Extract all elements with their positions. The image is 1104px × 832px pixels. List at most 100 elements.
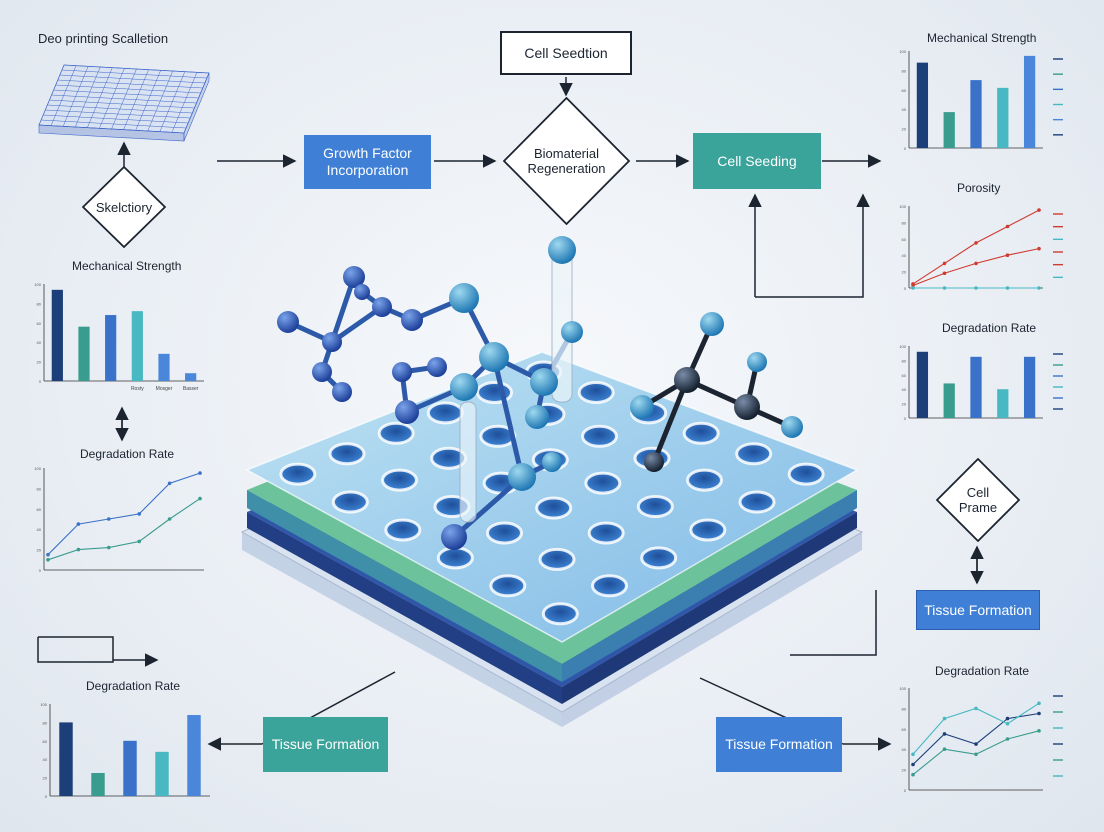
data-point [942,716,947,721]
y-tick-label: 60 [43,739,48,744]
data-point [1005,253,1010,257]
y-tick-label: 60 [37,507,42,512]
scaffold-pore [541,602,579,626]
x-tick-label: Mosger [156,386,173,392]
data-point [974,241,978,245]
chart-bar [970,356,982,418]
data-point [974,752,978,757]
data-point [974,261,978,266]
chart-bar [970,80,982,148]
y-tick-label: 0 [904,416,907,421]
data-point [911,286,915,290]
scaffold-pore [591,574,628,598]
scaffold-pore [331,490,369,514]
data-point [974,286,978,290]
skeletory-diamond[interactable]: Skelctiory [82,166,166,248]
biomaterial-diamond[interactable]: Biomaterial Regeneration [503,97,630,225]
y-tick-label: 60 [37,321,42,326]
data-point [911,762,915,767]
y-tick-label: 80 [902,68,907,73]
chart-bar [123,740,137,796]
scaffold-pore [584,471,622,495]
y-tick-label: 100 [899,344,906,349]
chart-bar [997,87,1009,148]
series-line [912,248,1040,287]
data-point [198,471,202,475]
scaffold-pore [682,421,720,445]
data-point [1037,208,1041,212]
y-tick-label: 40 [43,757,48,762]
y-tick-label: 40 [37,340,42,345]
y-tick-label: 0 [45,794,48,799]
cell-prame-diamond[interactable]: Cell Prame [936,458,1020,542]
data-point [107,517,111,521]
scaffold-pore [686,468,723,492]
scaffold-pore [535,496,573,520]
y-tick-label: 80 [43,720,48,725]
y-tick-label: 0 [39,379,42,384]
scaffold-grid-icon [38,64,210,142]
scaffold-pore [381,468,418,492]
data-point [911,752,915,757]
tissue-formation-bottom-right-box[interactable]: Tissue Formation [716,717,842,772]
y-tick-label: 100 [899,686,906,691]
data-point [1005,721,1010,726]
data-point [1037,729,1041,733]
y-tick-label: 80 [37,301,42,306]
y-tick-label: 40 [902,387,907,392]
y-tick-label: 20 [43,776,48,781]
data-point [46,558,50,562]
data-point [1037,286,1041,290]
data-point [167,481,172,486]
chart-bar [78,326,90,381]
chart-bar [51,289,63,381]
cell-seedtion-box[interactable]: Cell Seedtion [500,31,632,75]
scaffold-pore [426,401,464,425]
y-tick-label: 40 [902,253,907,258]
chart-bar [916,351,929,418]
scaffold-pore [587,521,625,545]
chart-bar [105,315,117,381]
growth-factor-box[interactable]: Growth Factor Incorporation [304,135,431,189]
data-point [974,742,978,746]
chart-bar [943,112,955,148]
chart-bar [59,722,73,796]
y-tick-label: 60 [902,373,907,378]
y-tick-label: 100 [899,49,906,54]
y-tick-label: 20 [902,402,907,407]
chart-title-degradation-bottom-left: Degradation Rate [86,679,181,693]
scaffold-pore [384,518,422,542]
scaffold-pore [636,495,674,519]
tissue-formation-bottom-left-box[interactable]: Tissue Formation [263,717,388,772]
scaffold-pore [279,462,317,486]
scaffold-pore [787,462,825,486]
data-point [107,545,111,550]
data-point [974,706,978,711]
tissue-formation-right-box[interactable]: Tissue Formation [916,590,1040,630]
porous-scaffold-icon [240,236,864,727]
data-point [942,747,947,751]
scaffold-pore [486,521,523,545]
data-point [942,286,947,290]
y-tick-label: 60 [902,88,907,93]
scaffold-pore [581,424,618,448]
y-tick-label: 80 [902,706,907,711]
data-point [911,283,915,288]
y-tick-label: 20 [902,270,907,275]
data-point [76,547,81,552]
data-point [46,552,50,557]
y-tick-label: 20 [37,548,42,553]
chart-bar [1023,356,1036,418]
y-tick-label: 0 [904,286,907,291]
cell-seeding-box[interactable]: Cell Seeding [693,133,821,189]
scaffold-pore [689,518,727,542]
y-tick-label: 20 [37,360,42,365]
chart-bar [943,383,955,418]
scaffold-pore [328,442,366,466]
